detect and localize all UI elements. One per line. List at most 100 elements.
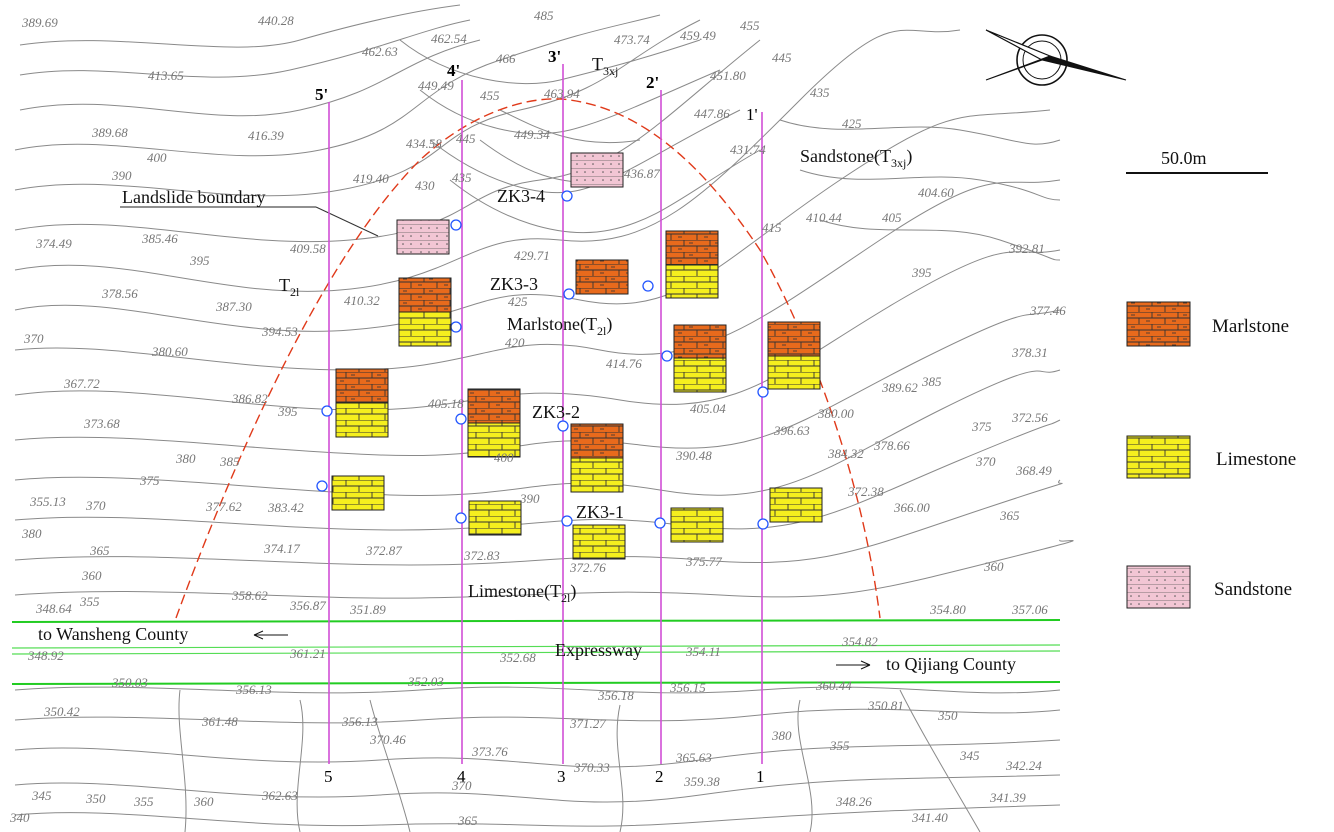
elevation-label: 405.18 (428, 396, 464, 411)
elevation-label: 387.30 (215, 299, 252, 314)
elevation-label: 359.38 (683, 774, 720, 789)
elevation-label: 400 (147, 150, 167, 165)
borehole-zk3-2-label: ZK3-2 (532, 402, 580, 422)
borehole-circle (654, 517, 666, 529)
borehole-circle (561, 515, 573, 527)
elevation-label: 378.66 (873, 438, 910, 453)
borehole-zk3-1-label: ZK3-1 (576, 502, 624, 522)
legend-label-sandstone: Sandstone (1214, 579, 1292, 600)
elevation-label: 395 (189, 253, 210, 268)
marlstone-block (570, 423, 624, 459)
elevation-label: 378.56 (101, 286, 138, 301)
elevation-label: 420 (505, 335, 525, 350)
elevation-label: 372.56 (1011, 410, 1048, 425)
elevation-label: 350.03 (111, 675, 148, 690)
legend-swatch-marlstone (1126, 301, 1191, 347)
legend-label-limestone: Limestone (1216, 449, 1296, 470)
elevation-label: 372.76 (569, 560, 606, 575)
expressway-label: Expressway (555, 640, 642, 660)
elevation-label: 350 (85, 791, 106, 806)
elevation-label: 370 (85, 498, 106, 513)
elevation-label: 354.11 (685, 644, 721, 659)
elevation-label: 425 (508, 294, 528, 309)
elevation-label: 356.87 (289, 598, 326, 613)
elevation-label: 354.82 (841, 634, 878, 649)
section-label-2-top: 2' (646, 73, 659, 92)
limestone-block (335, 402, 389, 438)
marlstone-block (398, 277, 452, 313)
elevation-label: 389.68 (91, 125, 128, 140)
section-label-5-bottom: 5 (324, 767, 333, 786)
elevation-label: 356.18 (597, 688, 634, 703)
limestone-block (767, 355, 821, 390)
elevation-label: 365.63 (675, 750, 712, 765)
arrow-left-icon (253, 630, 288, 640)
section-label-4-top: 4' (447, 61, 460, 80)
elevation-label: 445 (456, 131, 476, 146)
section-label-1-bottom: 1 (756, 767, 765, 786)
elevation-label: 396.63 (773, 423, 810, 438)
elevation-label: 380 (175, 451, 196, 466)
elevation-label: 352.68 (499, 650, 536, 665)
elevation-label: 373.68 (83, 416, 120, 431)
elevation-label: 361.48 (201, 714, 238, 729)
marlstone-block (767, 321, 821, 357)
limestone-block (398, 311, 452, 347)
elevation-label: 473.74 (614, 32, 650, 47)
elevation-label: 413.65 (148, 68, 184, 83)
elevation-label: 410.32 (344, 293, 380, 308)
elevation-label: 435 (452, 170, 472, 185)
landslide-leader-line (315, 206, 379, 237)
elevation-label: 357.06 (1011, 602, 1048, 617)
elevation-label: 400 (494, 450, 514, 465)
scale-bar-label: 50.0m (1161, 148, 1207, 168)
elevation-label: 390.48 (675, 448, 712, 463)
elevation-label: 378.31 (1011, 345, 1048, 360)
limestone-block (331, 475, 385, 511)
legend-swatch-limestone (1126, 435, 1191, 479)
contour-lines (14, 4, 1074, 832)
elevation-label: 440.28 (258, 13, 294, 28)
marlstone-block (665, 230, 719, 266)
elevation-label: 350.81 (867, 698, 904, 713)
limestone-block (673, 357, 727, 393)
elevation-label: 416.39 (248, 128, 284, 143)
legend-label-marlstone: Marlstone (1212, 316, 1289, 337)
elevation-label: 356.13 (341, 714, 378, 729)
borehole-markers (316, 190, 769, 530)
t2l-label: T2l (279, 275, 300, 299)
to-wansheng-label: to Wansheng County (38, 624, 188, 644)
elevation-label: 340 (9, 810, 30, 825)
elevation-label: 354.80 (929, 602, 966, 617)
elevation-label: 374.49 (35, 236, 72, 251)
elevation-label: 368.49 (1015, 463, 1052, 478)
elevation-label: 385 (921, 374, 942, 389)
elevation-label: 358.62 (231, 588, 268, 603)
elevation-label: 355 (133, 794, 154, 809)
borehole-circle (757, 518, 769, 530)
elevation-label: 390 (519, 491, 540, 506)
elevation-label: 370 (23, 331, 44, 346)
elevation-label: 370.33 (573, 760, 610, 775)
elevation-label: 345 (959, 748, 980, 763)
elevation-label: 370 (975, 454, 996, 469)
elevation-label: 386.82 (231, 391, 268, 406)
elevation-label: 348.26 (835, 794, 872, 809)
elevation-label: 372.87 (365, 543, 402, 558)
borehole-circle (561, 190, 573, 202)
elevation-label: 370.46 (369, 732, 406, 747)
elevation-label: 356.15 (669, 680, 706, 695)
elevation-label: 360 (983, 559, 1004, 574)
elevation-labels: 389.69 413.65 440.28 462.63 462.54 466 4… (9, 8, 1066, 828)
elevation-label: 350 (937, 708, 958, 723)
borehole-circle (661, 350, 673, 362)
marlstone-block (335, 368, 389, 404)
elevation-label: 360 (193, 794, 214, 809)
elevation-label: 375.77 (685, 554, 722, 569)
borehole-circle (557, 420, 569, 432)
scale-bar: 50.0m (1126, 148, 1268, 174)
elevation-label: 390 (111, 168, 132, 183)
section-label-2-bottom: 2 (655, 767, 664, 786)
elevation-label: 341.40 (911, 810, 948, 825)
